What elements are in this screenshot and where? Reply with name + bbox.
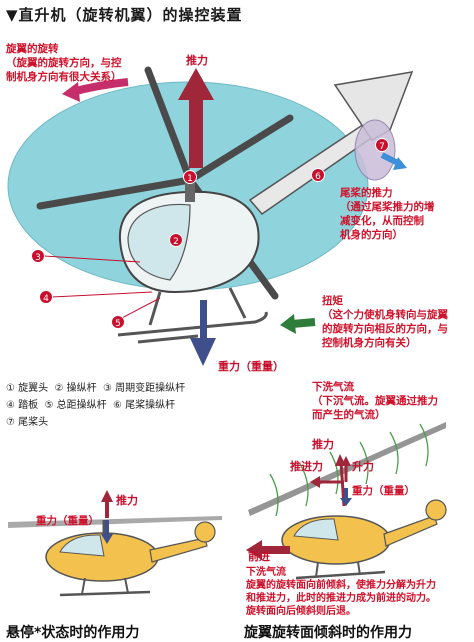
svg-text:7: 7 xyxy=(379,142,385,152)
legend-row: ⑦ 尾桨头 xyxy=(6,414,236,431)
svg-text:1: 1 xyxy=(187,174,193,184)
rotor-rotation-line: 制机身方向有很大关系） xyxy=(6,71,122,83)
tail-thrust-arrow xyxy=(380,152,400,166)
downwash-bottom-line: 和推进力，此时的推进力成为前进的动力。 xyxy=(246,593,436,604)
svg-text:5: 5 xyxy=(115,319,121,329)
tail-thrust-arrow-head xyxy=(393,157,407,170)
tail-thrust-text: 尾桨的推力 （通过尾桨推力的增 减变化，从而控制 机身的方向） xyxy=(340,186,435,242)
legend-item: ④ 踏板 xyxy=(6,400,39,411)
tilt-lift-component-label: 升力 xyxy=(352,460,374,473)
legend-item: ② 操纵杆 xyxy=(54,383,97,394)
downwash-line: 而产生的气流） xyxy=(312,409,386,421)
title-marker: ▼ xyxy=(6,6,19,24)
downwash-streamlines xyxy=(269,423,429,517)
torque-arrow xyxy=(291,318,316,328)
svg-text:6: 6 xyxy=(315,172,321,182)
rotation-arrow-head xyxy=(62,82,80,102)
page-title: ▼直升机（旋转机翼）的操控装置 xyxy=(6,4,243,25)
hover-cockpit xyxy=(59,534,105,557)
torque-arrow-head xyxy=(280,314,296,334)
tail-thrust-line: （通过尾桨推力的增 xyxy=(340,201,435,213)
weight-arrow xyxy=(190,300,216,366)
legend-row: ④ 踏板 ⑤ 总距操纵杆 ⑥ 尾桨操纵杆 xyxy=(6,397,236,414)
tilt-cockpit xyxy=(293,518,339,541)
marker-4: 4 xyxy=(39,290,53,304)
marker-3: 3 xyxy=(31,249,45,263)
hover-helicopter-body xyxy=(45,532,159,582)
tilt-skid xyxy=(295,570,386,580)
hover-tail-rotor xyxy=(194,521,216,543)
marker-1: 1 xyxy=(183,170,197,184)
rotor-rotation-heading: 旋翼的旋转 xyxy=(6,43,59,55)
hover-rotor-disc xyxy=(8,516,222,528)
main-diagram: 1 2 3 4 5 6 7 xyxy=(7,66,414,366)
weight-label: 重力（重量） xyxy=(218,360,284,373)
tail-thrust-line: 机身的方向） xyxy=(340,229,403,241)
tilt-lift-label: 推力 xyxy=(312,438,334,451)
legend-item: ⑤ 总距操纵杆 xyxy=(44,400,107,411)
hover-weight-label: 重力（重量） xyxy=(36,515,99,527)
tilt-tail-boom xyxy=(383,515,438,547)
rotor-rotation-text: 旋翼的旋转 （旋翼的旋转方向，与控 制机身方向有很大关系） xyxy=(6,42,122,84)
legend-item: ⑦ 尾桨头 xyxy=(6,417,49,428)
hover-skid xyxy=(59,590,151,597)
rotor-blade xyxy=(36,176,194,210)
downwash-text: 下洗气流 （下沉气流。旋翼通过推力 而产生的气流） xyxy=(312,380,438,422)
rotor-rotation-line: （旋翼的旋转方向，与控 xyxy=(6,57,122,69)
hover-lift-arrow xyxy=(101,490,113,518)
legend-item: ⑥ 尾桨操纵杆 xyxy=(113,400,176,411)
torque-line: （这个力使机身转向与旋翼 xyxy=(322,309,448,321)
downwash-bottom-line: 旋翼的旋转面向前倾斜，使推力分解为升力 xyxy=(246,580,436,591)
tail-thrust-heading: 尾桨的推力 xyxy=(340,187,393,199)
hover-weight-arrow xyxy=(101,520,113,544)
caption-tilt: 旋翼旋转面倾斜时的作用力 xyxy=(244,625,412,641)
tilt-weight-label: 重力（重量） xyxy=(352,485,415,497)
downwash-bottom-text: 下洗气流 旋翼的旋转面向前倾斜，使推力分解为升力 和推进力，此时的推进力成为前进… xyxy=(246,566,436,618)
svg-text:4: 4 xyxy=(43,294,49,304)
leader-lines xyxy=(43,255,161,321)
rotor-blade xyxy=(186,114,294,184)
legend-item: ③ 周期变距操纵杆 xyxy=(103,383,186,394)
title-text: 直升机（旋转机翼）的操控装置 xyxy=(18,6,243,24)
lift-arrow xyxy=(178,68,214,168)
parts-legend: ① 旋翼头 ② 操纵杆 ③ 周期变距操纵杆 ④ 踏板 ⑤ 总距操纵杆 ⑥ 尾桨操… xyxy=(6,380,236,431)
downwash-bottom-line: 旋转面向后倾斜则后退。 xyxy=(246,606,356,617)
downwash-line: （下沉气流。旋翼通过推力 xyxy=(312,395,438,407)
legend-row: ① 旋翼头 ② 操纵杆 ③ 周期变距操纵杆 xyxy=(6,380,236,397)
tilt-tail-rotor xyxy=(425,499,447,521)
marker-7: 7 xyxy=(375,138,389,152)
forward-arrow xyxy=(246,540,290,560)
cockpit-window xyxy=(127,203,191,281)
tail-rotor-disc xyxy=(354,119,396,181)
rotor-mast xyxy=(185,180,195,202)
legend-item: ① 旋翼头 xyxy=(6,383,49,394)
torque-line: 的旋转方向相反的方向，与 xyxy=(322,323,448,335)
tail-thrust-line: 减变化，从而控制 xyxy=(340,215,424,227)
marker-2: 2 xyxy=(169,233,183,247)
caption-hover: 悬停*状态时的作用力 xyxy=(6,625,140,641)
torque-line: 控制机身方向有关） xyxy=(322,337,417,349)
hover-lift-label: 推力 xyxy=(116,494,138,507)
forward-label: 前进 xyxy=(248,550,270,563)
svg-text:2: 2 xyxy=(173,237,179,247)
rotor-blade xyxy=(144,66,194,184)
bottom-diagrams xyxy=(8,422,447,597)
lift-label: 推力 xyxy=(186,54,208,67)
downwash-bottom-heading: 下洗气流 xyxy=(246,567,286,578)
torque-text: 扭矩 （这个力使机身转向与旋翼 的旋转方向相反的方向，与 控制机身方向有关） xyxy=(322,294,448,350)
tilt-weight-arrow xyxy=(340,488,352,506)
downwash-heading: 下洗气流 xyxy=(312,381,354,393)
landing-skids xyxy=(117,287,268,344)
tilt-propulsion-label: 推进力 xyxy=(290,460,323,473)
marker-6: 6 xyxy=(311,168,325,182)
marker-5: 5 xyxy=(111,315,125,329)
torque-heading: 扭矩 xyxy=(322,295,343,307)
svg-text:3: 3 xyxy=(35,253,41,263)
hover-tail-boom xyxy=(149,537,208,563)
